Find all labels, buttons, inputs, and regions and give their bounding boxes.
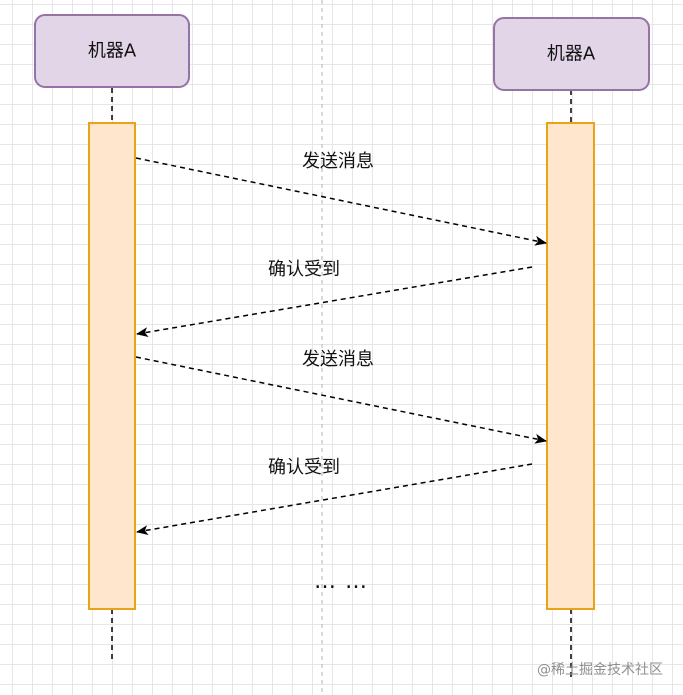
- continuation-ellipsis: … …: [314, 569, 368, 594]
- message-label-send-2: 发送消息: [302, 349, 374, 370]
- actor-right-box[interactable]: [493, 17, 650, 91]
- actor-left-box[interactable]: [34, 14, 190, 88]
- actor-left-label: 机器A: [88, 41, 137, 62]
- activation-bar-left[interactable]: [88, 122, 136, 610]
- watermark: @稀土掘金技术社区: [537, 662, 663, 678]
- message-arrow-ack-2[interactable]: [136, 463, 533, 536]
- message-arrow-send-2[interactable]: [135, 356, 547, 444]
- message-arrow-ack-1[interactable]: [136, 266, 533, 338]
- actor-right-label: 机器A: [547, 44, 596, 65]
- message-label-ack-1: 确认受到: [268, 259, 340, 280]
- activation-bar-right[interactable]: [546, 122, 595, 610]
- message-label-ack-2: 确认受到: [268, 457, 340, 478]
- message-arrow-send-1[interactable]: [135, 157, 547, 246]
- message-label-send-1: 发送消息: [302, 151, 374, 172]
